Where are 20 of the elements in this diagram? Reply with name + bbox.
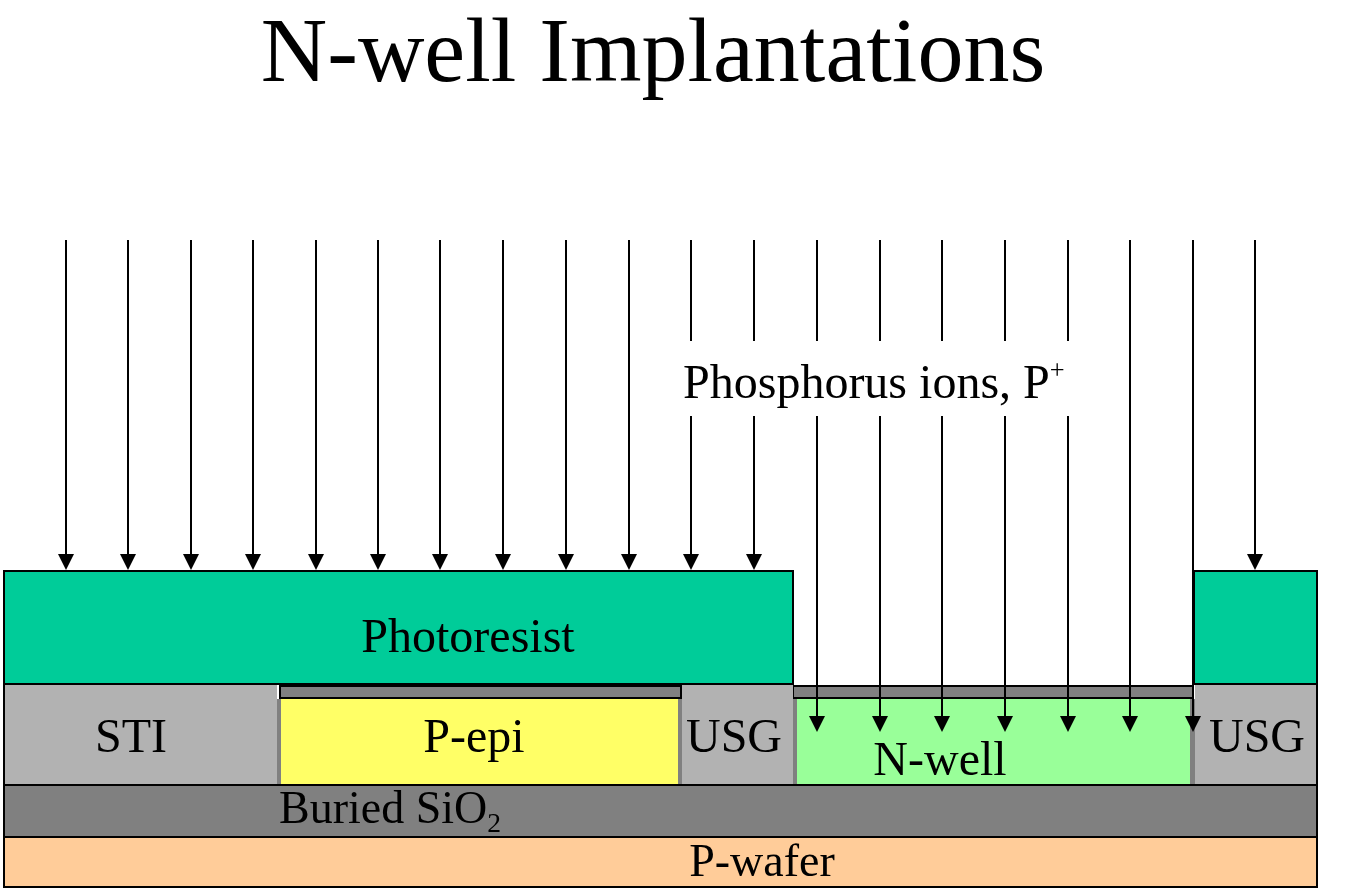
well-region — [793, 699, 1195, 784]
buried-oxide-layer — [3, 784, 1318, 836]
oxide-layer — [792, 685, 1194, 699]
layer-label: P-epi — [423, 712, 525, 760]
layer-label: STI — [95, 712, 167, 760]
layer-label: Buried SiO$_{2}$ — [278, 785, 502, 831]
layer-label: USG — [1209, 712, 1305, 760]
photoresist-layer — [3, 570, 794, 685]
isolation-region — [3, 685, 277, 784]
isolation-region — [1195, 685, 1318, 784]
layer-label: P-wafer — [689, 838, 835, 884]
oxide-layer — [279, 685, 682, 699]
wafer-substrate — [3, 836, 1318, 888]
layer-label: USG — [686, 712, 782, 760]
layer-label: N-well — [873, 735, 1007, 783]
photoresist-layer — [1193, 570, 1318, 685]
layer-label: Photoresist — [361, 612, 575, 660]
epitaxial-layer — [277, 699, 682, 784]
isolation-region — [682, 685, 793, 784]
beam-label: Phosphorus ions, P$^{+}$ — [683, 358, 1065, 406]
